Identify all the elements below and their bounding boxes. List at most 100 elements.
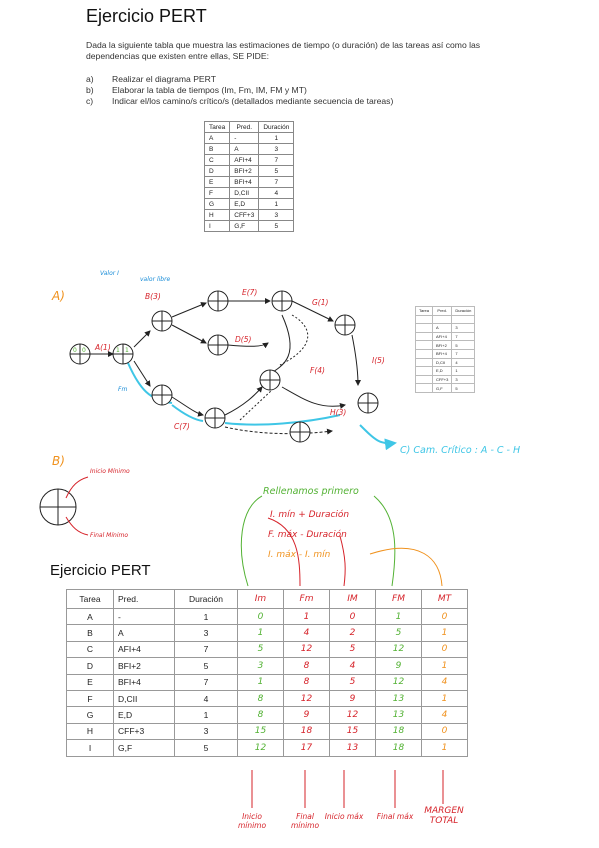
table-cell: 4 <box>421 673 468 691</box>
table-cell: 0 <box>421 640 468 659</box>
svg-text:Inicio Mínimo: Inicio Mínimo <box>90 468 130 475</box>
table-cell: G,F <box>229 220 260 232</box>
table-row: A-1 <box>203 132 295 144</box>
table-cell: BFI+4 <box>113 673 175 691</box>
table-cell: A <box>203 132 231 144</box>
label-d: D(5) <box>235 335 251 344</box>
table-cell: 8 <box>237 706 284 724</box>
annotation-arrows <box>240 495 443 587</box>
svg-text:Fm: Fm <box>118 386 127 393</box>
table-cell: 1 <box>421 624 468 642</box>
formula-im: F. máx - Duración <box>268 530 347 540</box>
bottom-arrows <box>251 770 444 808</box>
table-cell: AFI+4 <box>432 331 453 342</box>
table-cell: A <box>66 607 114 626</box>
label-i: I(5) <box>372 356 385 365</box>
table-cell: 0 <box>421 722 468 741</box>
task-item: c)Indicar el/los camino/s crítico/s (det… <box>86 96 394 106</box>
table-cell: D,CII <box>113 689 175 708</box>
table-cell: 0 <box>237 607 284 626</box>
table-cell: 3 <box>258 143 295 155</box>
table-cell: H <box>203 209 231 221</box>
table-cell: 7 <box>258 154 295 166</box>
table-cell: B <box>66 624 114 642</box>
table-cell: 1 <box>237 673 284 691</box>
table-cell: 1 <box>283 607 330 626</box>
table-cell <box>414 374 434 385</box>
diagram-edges <box>90 298 361 435</box>
table-cell: D <box>203 165 231 177</box>
legend-node: Inicio Mínimo Final Mínimo <box>39 468 130 539</box>
table-cell: BFI+4 <box>432 348 453 359</box>
header-cell: Duración <box>258 121 295 133</box>
critical-path-text: C) Cam. Crítico : A - C - H <box>400 445 520 456</box>
label-e: E(7) <box>242 288 257 297</box>
table-cell: 1 <box>421 739 468 757</box>
table-cell: F <box>66 689 114 708</box>
table-cell: D,CII <box>229 187 260 199</box>
table-cell <box>451 314 476 325</box>
table-cell: 15 <box>329 722 376 741</box>
bottom-label-im: Inicio mínimo <box>237 812 267 830</box>
table-cell: F <box>203 187 231 199</box>
header-cell: Duración <box>451 306 476 316</box>
section-title-2: Ejercicio PERT <box>50 562 151 579</box>
table-cell: 18 <box>375 722 422 741</box>
table-cell: A <box>432 323 453 333</box>
table-cell: 13 <box>375 689 422 708</box>
header-cell: Fm <box>283 589 330 609</box>
svg-text:0: 0 <box>73 347 77 354</box>
table-cell: 5 <box>258 165 295 177</box>
table-cell <box>414 348 434 359</box>
table-cell: 15 <box>237 722 284 741</box>
table-cell: 12 <box>283 689 330 708</box>
table-cell <box>414 383 434 393</box>
table-cell: 1 <box>421 689 468 708</box>
table-cell: 1 <box>174 706 238 724</box>
table-cell: 4 <box>421 706 468 724</box>
table-cell: 9 <box>329 689 376 708</box>
table-cell: 3 <box>174 624 238 642</box>
fill-first-note: Rellenamos primero <box>263 486 359 497</box>
table-cell: 12 <box>375 640 422 659</box>
table-cell: BFI+2 <box>229 165 260 177</box>
table-cell: G,F <box>432 383 453 393</box>
task-item: b)Elaborar la tabla de tiempos (Im, Fm, … <box>86 85 307 95</box>
table-cell: 8 <box>237 689 284 708</box>
svg-text:valor libre: valor libre <box>140 276 171 283</box>
table-cell: 5 <box>451 383 476 393</box>
page-title: Ejercicio PERT <box>86 6 207 26</box>
header-cell: Tarea <box>203 121 231 133</box>
table-cell: 1 <box>375 607 422 626</box>
header-cell: Pred. <box>113 589 175 609</box>
table-cell: AFI+4 <box>229 154 260 166</box>
table-cell: - <box>229 132 260 144</box>
svg-text:0: 0 <box>82 347 86 354</box>
table-cell: 12 <box>283 640 330 659</box>
table-cell: G <box>203 198 231 210</box>
table-cell: 1 <box>421 657 468 675</box>
bottom-label-mt: MARGEN TOTAL <box>424 806 464 826</box>
table-cell: D,CII <box>432 357 453 368</box>
table-cell: 5 <box>237 640 284 659</box>
blue-notes: Valor I valor libre Fm <box>100 270 171 393</box>
table-cell: E,D <box>113 706 175 724</box>
table-cell: 0 <box>421 607 468 626</box>
table-cell: H <box>66 722 114 741</box>
table-cell: E <box>203 176 231 188</box>
table-cell: 0 <box>329 607 376 626</box>
table-cell: E,D <box>432 366 453 376</box>
